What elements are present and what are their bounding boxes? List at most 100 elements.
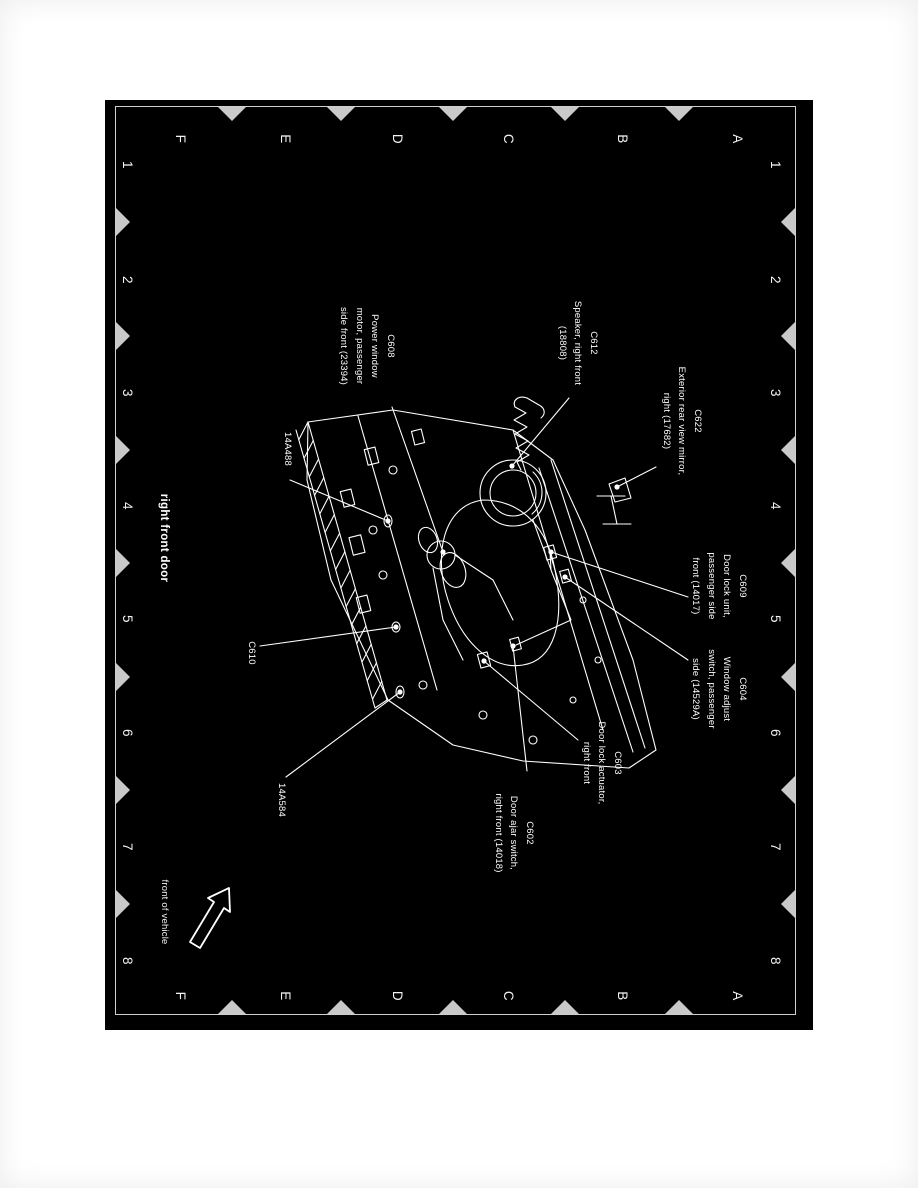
grid-column-label: 4 bbox=[119, 501, 135, 511]
callout-line: 14A488 bbox=[282, 432, 293, 466]
grid-column-label: 2 bbox=[119, 275, 135, 285]
zone-marker-triangle bbox=[781, 890, 795, 918]
leader-line-C622 bbox=[616, 466, 657, 488]
zone-marker-triangle bbox=[781, 549, 795, 577]
grid-row-label: A bbox=[729, 134, 745, 144]
callout-line: C612 bbox=[588, 331, 599, 355]
callout-line: 14A584 bbox=[276, 783, 287, 817]
leader-line-C604 bbox=[564, 576, 689, 661]
callout-line: passenger side bbox=[706, 552, 717, 620]
zone-marker-triangle bbox=[116, 436, 130, 464]
callout-C610: C610 bbox=[244, 641, 260, 665]
grid-column-label: 3 bbox=[119, 388, 135, 398]
hatch-tick bbox=[361, 643, 372, 663]
grid-column-label: 8 bbox=[119, 956, 135, 966]
zone-marker-triangle bbox=[116, 549, 130, 577]
grid-row-label: E bbox=[277, 134, 293, 144]
callout-line: right front (14018) bbox=[493, 793, 504, 873]
callout-line: C602 bbox=[524, 821, 535, 845]
hatch-tick bbox=[356, 625, 367, 645]
callout-line: C622 bbox=[692, 409, 703, 433]
zone-marker-triangle bbox=[665, 1000, 693, 1014]
grid-row-label: A bbox=[729, 991, 745, 1001]
connector-dot-C610 bbox=[393, 624, 399, 630]
hatch-tick bbox=[329, 532, 341, 552]
connector-dot-C603 bbox=[481, 658, 487, 664]
callout-C602: C602 Door ajar switch, right front (14018) bbox=[491, 793, 538, 872]
callout-line: C609 bbox=[737, 574, 748, 598]
connector-dot-C604 bbox=[562, 574, 568, 580]
callout-line: Door lock unit, bbox=[721, 554, 733, 618]
hatch-tick bbox=[324, 514, 335, 533]
connector-dot-C602 bbox=[510, 643, 516, 649]
grid-row-label: D bbox=[389, 990, 405, 1002]
leader-line-C609 bbox=[550, 551, 689, 598]
zone-marker-triangle bbox=[781, 208, 795, 236]
hatch-tick bbox=[371, 680, 383, 700]
diagram-title: right front door bbox=[158, 493, 170, 583]
grid-column-label: 1 bbox=[767, 160, 783, 170]
callout-line: side front (23394) bbox=[338, 306, 350, 386]
grid-row-label: B bbox=[614, 134, 630, 144]
callout-line: C604 bbox=[737, 677, 748, 701]
grid-column-label: 2 bbox=[767, 275, 783, 285]
hatch-tick bbox=[335, 551, 346, 571]
zone-marker-triangle bbox=[116, 776, 130, 804]
callout-line: Power window bbox=[369, 314, 381, 378]
grid-column-label: 8 bbox=[767, 956, 783, 966]
zone-marker-triangle bbox=[781, 322, 795, 350]
leader-line-C603 bbox=[483, 660, 579, 741]
leader-line-14A488 bbox=[289, 479, 389, 522]
grid-column-label: 4 bbox=[767, 501, 783, 511]
leader-line-14A584 bbox=[285, 691, 401, 778]
zone-marker-triangle bbox=[551, 1000, 579, 1014]
zone-marker-triangle bbox=[116, 663, 130, 691]
callout-C622: C622 Exterior rear view mirror, right (176… bbox=[659, 367, 706, 476]
callout-14A584: 14A584 bbox=[274, 783, 290, 817]
callout-line: Door ajar switch, bbox=[508, 795, 520, 871]
hatch-tick bbox=[374, 699, 388, 709]
zone-marker-triangle bbox=[218, 1000, 246, 1014]
callout-C612: C612 Speaker, right front (18808) bbox=[555, 301, 602, 385]
zone-marker-triangle bbox=[218, 107, 246, 121]
grid-column-label: 6 bbox=[119, 728, 135, 738]
leader-line-C610 bbox=[259, 626, 397, 647]
callout-line: Speaker, right front bbox=[572, 300, 584, 386]
leader-line-C602 bbox=[512, 645, 528, 772]
grid-row-label: C bbox=[500, 133, 516, 145]
zone-marker-triangle bbox=[116, 890, 130, 918]
hatch-tick bbox=[340, 569, 351, 589]
callout-line: C608 bbox=[385, 334, 396, 358]
zone-marker-triangle bbox=[781, 776, 795, 804]
connector-dot-14A488 bbox=[385, 518, 391, 524]
grid-column-label: 7 bbox=[119, 842, 135, 852]
grid-row-label: E bbox=[277, 991, 293, 1001]
leader-line-C608 bbox=[391, 406, 444, 553]
grid-row-label: D bbox=[389, 133, 405, 145]
connector-dot-C609 bbox=[548, 549, 554, 555]
grid-column-label: 5 bbox=[767, 614, 783, 624]
door-outline bbox=[306, 409, 657, 769]
callout-line: (18808) bbox=[557, 325, 568, 361]
callout-line: right front bbox=[581, 741, 592, 785]
zone-marker-triangle bbox=[551, 107, 579, 121]
grid-row-label: B bbox=[614, 991, 630, 1001]
callout-line: C610 bbox=[246, 641, 257, 665]
callout-line: switch, passenger bbox=[706, 649, 717, 729]
callout-line: Exterior rear view mirror, bbox=[676, 366, 688, 476]
callout-14A488: 14A488 bbox=[280, 432, 296, 466]
zone-marker-triangle bbox=[781, 436, 795, 464]
connector-dot-C622 bbox=[614, 484, 620, 490]
zone-marker-triangle bbox=[665, 107, 693, 121]
grid-row-label: F bbox=[172, 134, 188, 144]
leader-line-C612 bbox=[511, 397, 570, 467]
zone-marker-triangle bbox=[116, 322, 130, 350]
callout-line: right (17682) bbox=[661, 392, 672, 450]
